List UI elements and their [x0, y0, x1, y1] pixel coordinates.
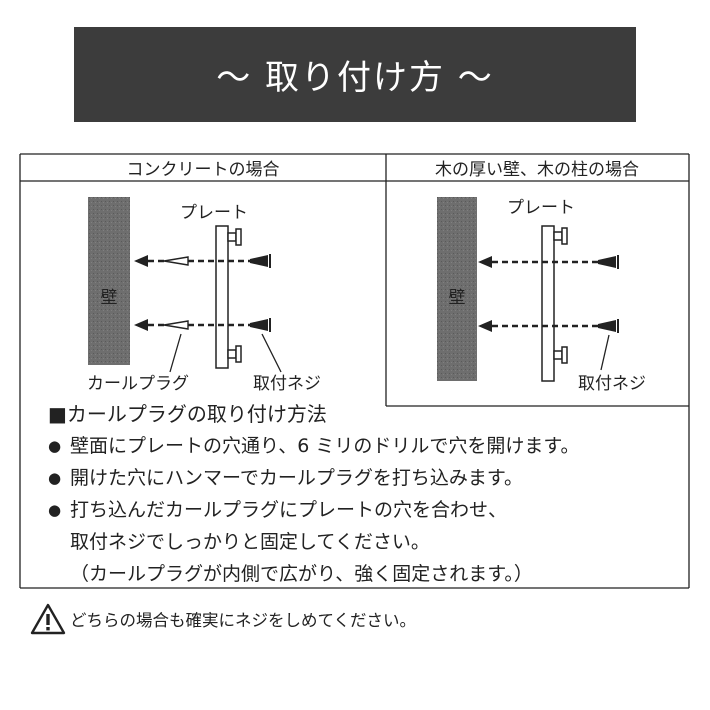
bullet-dot-icon: ● [48, 437, 62, 455]
concrete-wall [88, 197, 130, 365]
warning-triangle-icon [30, 603, 66, 635]
step-3-text: 打ち込んだカールプラグにプレートの穴を合わせ、 [70, 499, 508, 521]
wall-plug-icon [163, 256, 189, 266]
concrete-fixing-upper [134, 254, 271, 268]
step-3: ● 打ち込んだカールプラグにプレートの穴を合わせ、 [48, 494, 648, 526]
concrete-plate-label: プレート [180, 203, 248, 223]
concrete-heading: コンクリートの場合 [127, 160, 280, 180]
wood-wall-label: 壁 [449, 288, 466, 308]
screw-icon [250, 319, 268, 331]
step-1: ● 壁面にプレートの穴通り、6 ミリのドリルで穴を開けます。 [48, 430, 648, 462]
wood-fixing-upper [478, 255, 619, 269]
concrete-panel: 壁 プレート カールプラグ 取付ネジ [87, 197, 321, 394]
method-title: ■カールプラグの取り付け方法 [48, 402, 327, 426]
bullet-dot-icon: ● [48, 469, 62, 487]
wall-plug-icon [163, 320, 189, 330]
wood-plate [541, 225, 568, 382]
arrow-head-icon [478, 320, 492, 332]
screw-leader-line [261, 333, 282, 373]
bullet-dot-icon: ● [48, 501, 62, 519]
warning-text: どちらの場合も確実にネジをしめてください。 [70, 611, 417, 630]
warning-note: どちらの場合も確実にネジをしめてください。 [30, 603, 416, 635]
concrete-fixing-lower [134, 318, 271, 332]
arrow-head-icon [134, 255, 148, 267]
install-method: ■カールプラグの取り付け方法 ● 壁面にプレートの穴通り、6 ミリのドリルで穴を… [48, 398, 648, 590]
plug-leader-line [169, 333, 182, 373]
step-2: ● 開けた穴にハンマーでカールプラグを打ち込みます。 [48, 462, 648, 494]
wood-fixing-lower [478, 319, 619, 333]
wood-heading: 木の厚い壁、木の柱の場合 [435, 160, 639, 180]
wood-screw-label: 取付ネジ [578, 374, 646, 394]
banner-title: 〜 取り付け方 〜 [216, 58, 494, 98]
arrow-head-icon [134, 319, 148, 331]
arrow-head-icon [478, 256, 492, 268]
screw-icon [598, 256, 616, 268]
step-3-continued: 取付ネジでしっかりと固定してください。 [70, 531, 430, 553]
concrete-wall-label: 壁 [101, 288, 118, 308]
screw-icon [598, 320, 616, 332]
screw-leader-line [600, 334, 610, 371]
concrete-plate [215, 225, 242, 369]
wood-panel: 壁 プレート 取付ネジ [437, 197, 646, 394]
wood-plate-label: プレート [507, 198, 575, 218]
step-2-text: 開けた穴にハンマーでカールプラグを打ち込みます。 [70, 467, 523, 489]
table-frame [19, 153, 690, 589]
step-1-text: 壁面にプレートの穴通り、6 ミリのドリルで穴を開けます。 [70, 435, 580, 457]
title-banner: 〜 取り付け方 〜 [74, 27, 636, 122]
concrete-screw-label: 取付ネジ [253, 374, 321, 394]
screw-icon [250, 255, 268, 267]
concrete-plug-label: カールプラグ [87, 374, 189, 394]
method-note: （カールプラグが内側で広がり、強く固定されます。） [70, 563, 533, 585]
wood-wall [437, 197, 477, 381]
